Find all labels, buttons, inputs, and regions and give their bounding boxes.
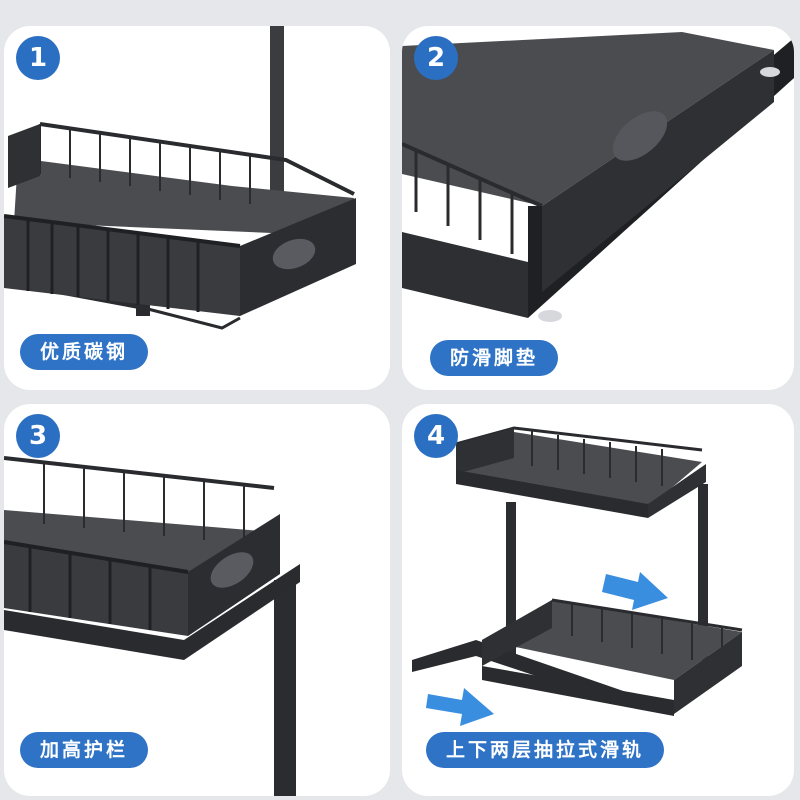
feature-panel-4: 4 上下两层抽拉式滑轨 [402, 404, 794, 796]
arrow-right-icon [602, 572, 668, 610]
feature-label: 防滑脚垫 [430, 340, 559, 376]
feature-panel-1: 1 优质碳钢 [4, 26, 390, 390]
arrow-right-icon [426, 688, 494, 726]
anti-slip-pad-closeup-image [402, 32, 794, 322]
step-number-badge: 3 [16, 414, 60, 458]
feature-label: 上下两层抽拉式滑轨 [426, 732, 665, 768]
raised-guardrail-closeup-image [4, 456, 300, 796]
feature-label: 优质碳钢 [20, 334, 149, 370]
step-number-badge: 4 [414, 414, 458, 458]
feature-label: 加高护栏 [20, 732, 149, 768]
step-number-badge: 1 [16, 36, 60, 80]
step-number-badge: 2 [414, 36, 458, 80]
two-tier-organizer-image [412, 426, 743, 726]
basket-closeup-image [4, 26, 356, 330]
feature-panel-2: 2 防滑脚垫 [402, 26, 794, 390]
feature-panel-3: 3 加高护栏 [4, 404, 390, 796]
